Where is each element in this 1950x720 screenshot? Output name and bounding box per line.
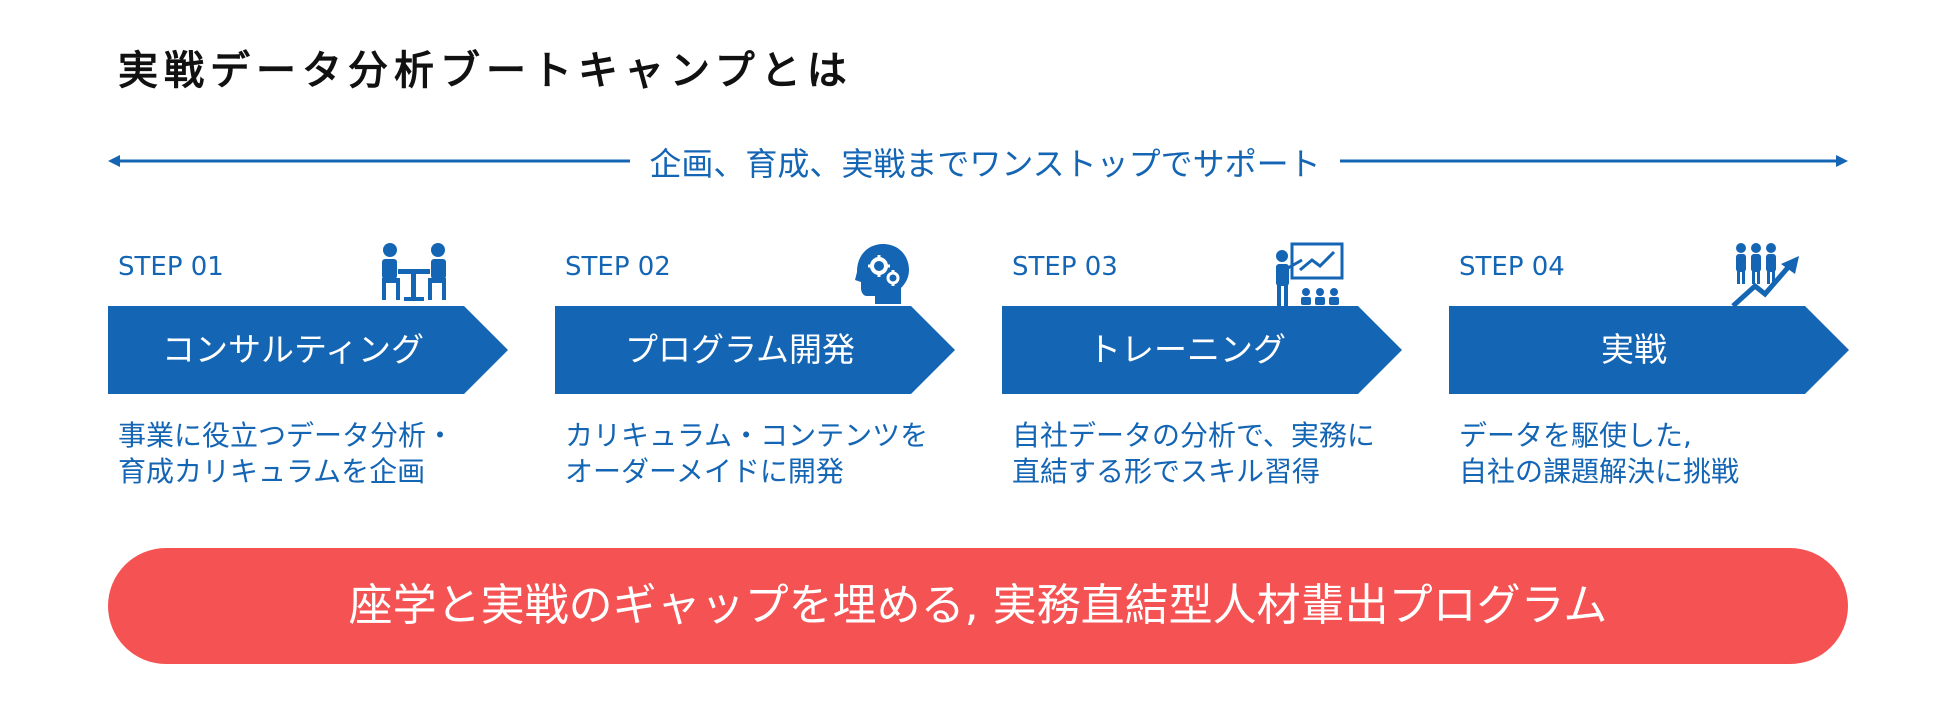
step-banner bbox=[108, 306, 508, 394]
step-label: STEP 02 bbox=[565, 252, 671, 282]
program-summary-text: 座学と実戦のギャップを埋める, 実務直結型人材輩出プログラム bbox=[348, 580, 1608, 631]
team-growth-icon bbox=[1731, 243, 1799, 308]
tagline: 企画、育成、実戦までワンストップでサポート bbox=[630, 139, 1340, 185]
brain-gears-icon bbox=[855, 244, 909, 304]
presentation-icon bbox=[1276, 242, 1344, 306]
step-description-line: データを駆使した, bbox=[1459, 419, 1692, 452]
step-1: STEP 01 コンサルティング 事業に役立つデータ分析・ 育成カリキュラムを企… bbox=[108, 242, 508, 502]
step-banner-label: トレーニング bbox=[1088, 330, 1286, 369]
step-2: STEP 02 プログラム開発 カリキュラム・コンテンツを オーダーメイドに開発 bbox=[555, 242, 955, 502]
program-summary-banner: 座学と実戦のギャップを埋める, 実務直結型人材輩出プログラム bbox=[108, 548, 1848, 664]
step-description-line: カリキュラム・コンテンツを bbox=[565, 419, 929, 452]
step-banner bbox=[555, 306, 955, 394]
step-description: 自社データの分析で、実務に 直結する形でスキル習得 bbox=[1012, 418, 1402, 490]
step-label: STEP 03 bbox=[1012, 252, 1118, 282]
step-banner-label: プログラム開発 bbox=[624, 330, 855, 369]
step-description-line: 自社データの分析で、実務に bbox=[1012, 419, 1375, 452]
step-description-line: オーダーメイドに開発 bbox=[565, 455, 844, 488]
step-description: カリキュラム・コンテンツを オーダーメイドに開発 bbox=[565, 418, 955, 490]
step-4: STEP 04 実戦 データを駆使した, 自社の課題解決に挑戦 bbox=[1449, 242, 1849, 502]
step-label: STEP 04 bbox=[1459, 252, 1565, 282]
meeting-icon bbox=[382, 243, 446, 301]
step-3: STEP 03 トレーニング 自社データの分析で、実務に 直結する形でスキル習得 bbox=[1002, 242, 1402, 502]
step-banner bbox=[1449, 306, 1849, 394]
page-title: 実戦データ分析ブートキャンプとは bbox=[118, 48, 853, 94]
step-description: データを駆使した, 自社の課題解決に挑戦 bbox=[1459, 418, 1849, 490]
step-banner-label: コンサルティング bbox=[161, 330, 425, 369]
step-banner-label: 実戦 bbox=[1601, 330, 1667, 369]
step-description-line: 事業に役立つデータ分析・ bbox=[118, 419, 455, 452]
step-description-line: 自社の課題解決に挑戦 bbox=[1459, 455, 1740, 488]
step-label: STEP 01 bbox=[118, 252, 224, 282]
step-description-line: 育成カリキュラムを企画 bbox=[118, 455, 426, 488]
step-banner bbox=[1002, 306, 1402, 394]
step-description: 事業に役立つデータ分析・ 育成カリキュラムを企画 bbox=[118, 418, 508, 490]
step-description-line: 直結する形でスキル習得 bbox=[1012, 455, 1321, 488]
